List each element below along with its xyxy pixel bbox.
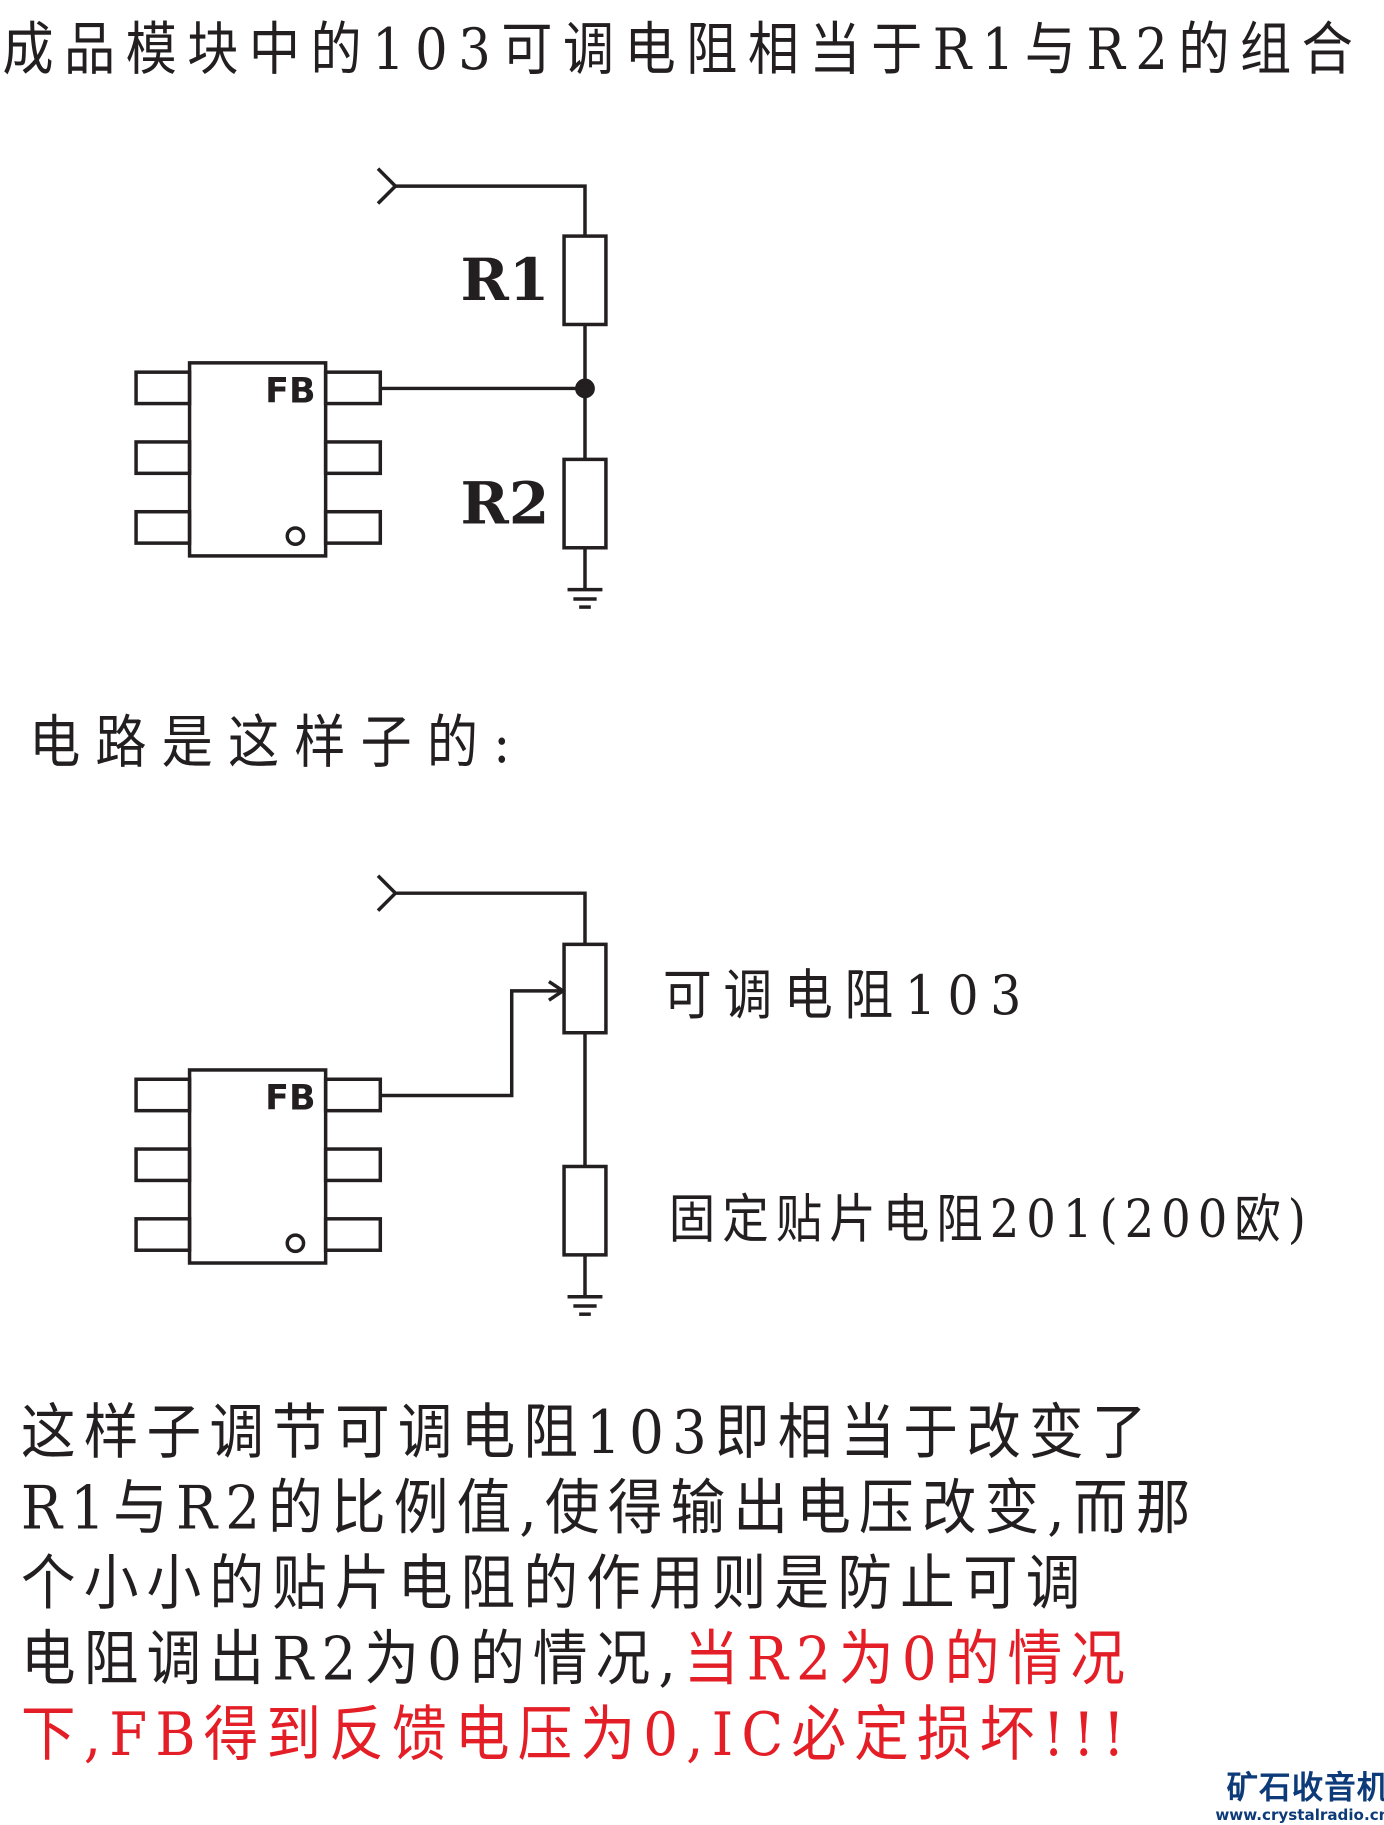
page-title: 成品模块中的103可调电阻相当于R1与R2的组合	[2, 16, 1364, 84]
input-arrow	[376, 167, 398, 205]
ground-icon	[567, 587, 603, 609]
wire-top	[395, 184, 587, 237]
ground-icon	[567, 1295, 603, 1316]
r2-label: R2	[461, 468, 550, 537]
logo-url: www.crystalradio.cn	[1215, 1807, 1384, 1825]
warning-line: 下,FB得到反馈电压为0,IC必定损坏!!!	[20, 1700, 1133, 1771]
warning-text: 当R2为0的情况	[684, 1624, 1134, 1695]
fixed-resistor-label: 固定贴片电阻201(200欧)	[668, 1189, 1313, 1250]
ic-chip	[134, 361, 383, 558]
paragraph-line: 电阻调出R2为0的情况,当R2为0的情况	[21, 1622, 1199, 1697]
resistor-r1	[562, 234, 608, 327]
resistor-r2	[562, 457, 608, 550]
paragraph-line: R1与R2的比例值,使得输出电压改变,而那	[20, 1473, 1199, 1544]
r1-label: R1	[461, 245, 550, 314]
wiper-arrow	[547, 980, 567, 1002]
fixed-resistor	[562, 1164, 608, 1257]
potentiometer	[562, 942, 608, 1035]
paragraph-text: 电阻调出R2为0的情况,	[20, 1624, 685, 1695]
section-heading: 电路是这样子的:	[29, 709, 526, 777]
diagram-potentiometer	[134, 874, 608, 1316]
paragraph-line: 这样子调节可调电阻103即相当于改变了	[20, 1398, 1155, 1469]
wire-top	[395, 891, 587, 945]
paragraph-line: 个小小的贴片电阻的作用则是防止可调	[20, 1549, 1089, 1620]
ic-chip	[134, 1068, 383, 1265]
potentiometer-label: 可调电阻103	[662, 963, 1033, 1027]
fb-pin-label: FB	[265, 371, 315, 411]
wiper-wire	[380, 989, 562, 1098]
logo-name: 矿石收音机	[1226, 1770, 1384, 1807]
input-arrow	[376, 874, 398, 912]
fb-pin-label: FB	[265, 1079, 315, 1119]
watermark-logo: 矿石收音机 www.crystalradio.cn	[1215, 1762, 1384, 1825]
explanation-paragraph: 这样子调节可调电阻103即相当于改变了 R1与R2的比例值,使得输出电压改变,而…	[21, 1396, 1199, 1773]
diagram-voltage-divider	[134, 167, 608, 609]
